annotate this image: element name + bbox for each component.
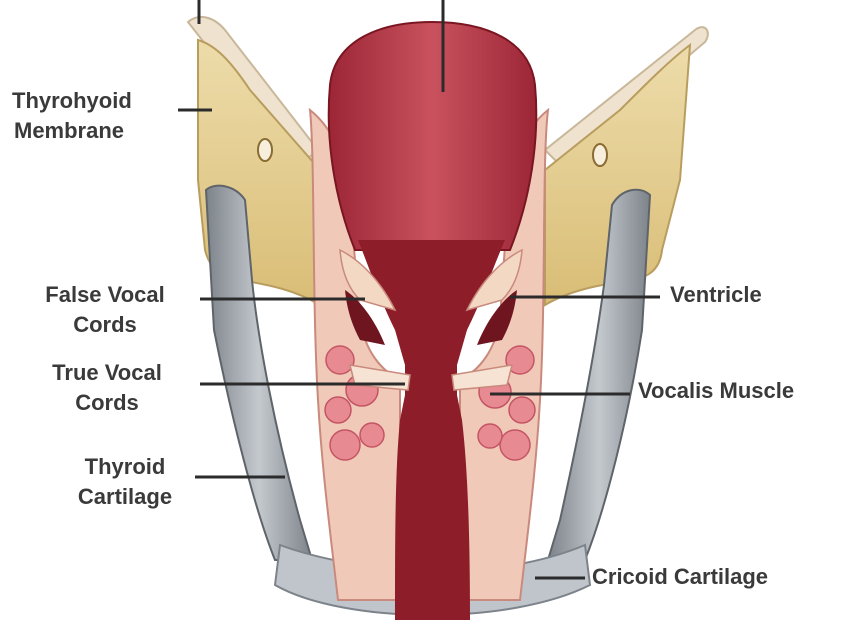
label-thyrohyoid-membrane: Thyrohyoid Membrane	[12, 86, 132, 146]
label-cricoid-cartilage: Cricoid Cartilage	[592, 562, 768, 592]
foramen-left	[258, 139, 272, 161]
label-vocalis-muscle: Vocalis Muscle	[638, 376, 794, 406]
label-false-vocal-cords: False Vocal Cords	[20, 280, 190, 340]
label-ventricle: Ventricle	[670, 280, 762, 310]
label-line: Cricoid Cartilage	[592, 562, 768, 592]
label-line: Cords	[20, 310, 190, 340]
label-line: Thyroid	[45, 452, 205, 482]
label-line: Vocalis Muscle	[638, 376, 794, 406]
label-line: Ventricle	[670, 280, 762, 310]
label-line: Membrane	[12, 116, 132, 146]
epiglottis	[329, 22, 537, 250]
label-line: True Vocal	[22, 358, 192, 388]
label-true-vocal-cords: True Vocal Cords	[22, 358, 192, 418]
label-line: Thyrohyoid	[12, 86, 132, 116]
label-line: False Vocal	[20, 280, 190, 310]
label-line: Cartilage	[45, 482, 205, 512]
label-line: Cords	[22, 388, 192, 418]
label-thyroid-cartilage: Thyroid Cartilage	[45, 452, 205, 512]
foramen-right	[593, 144, 607, 166]
